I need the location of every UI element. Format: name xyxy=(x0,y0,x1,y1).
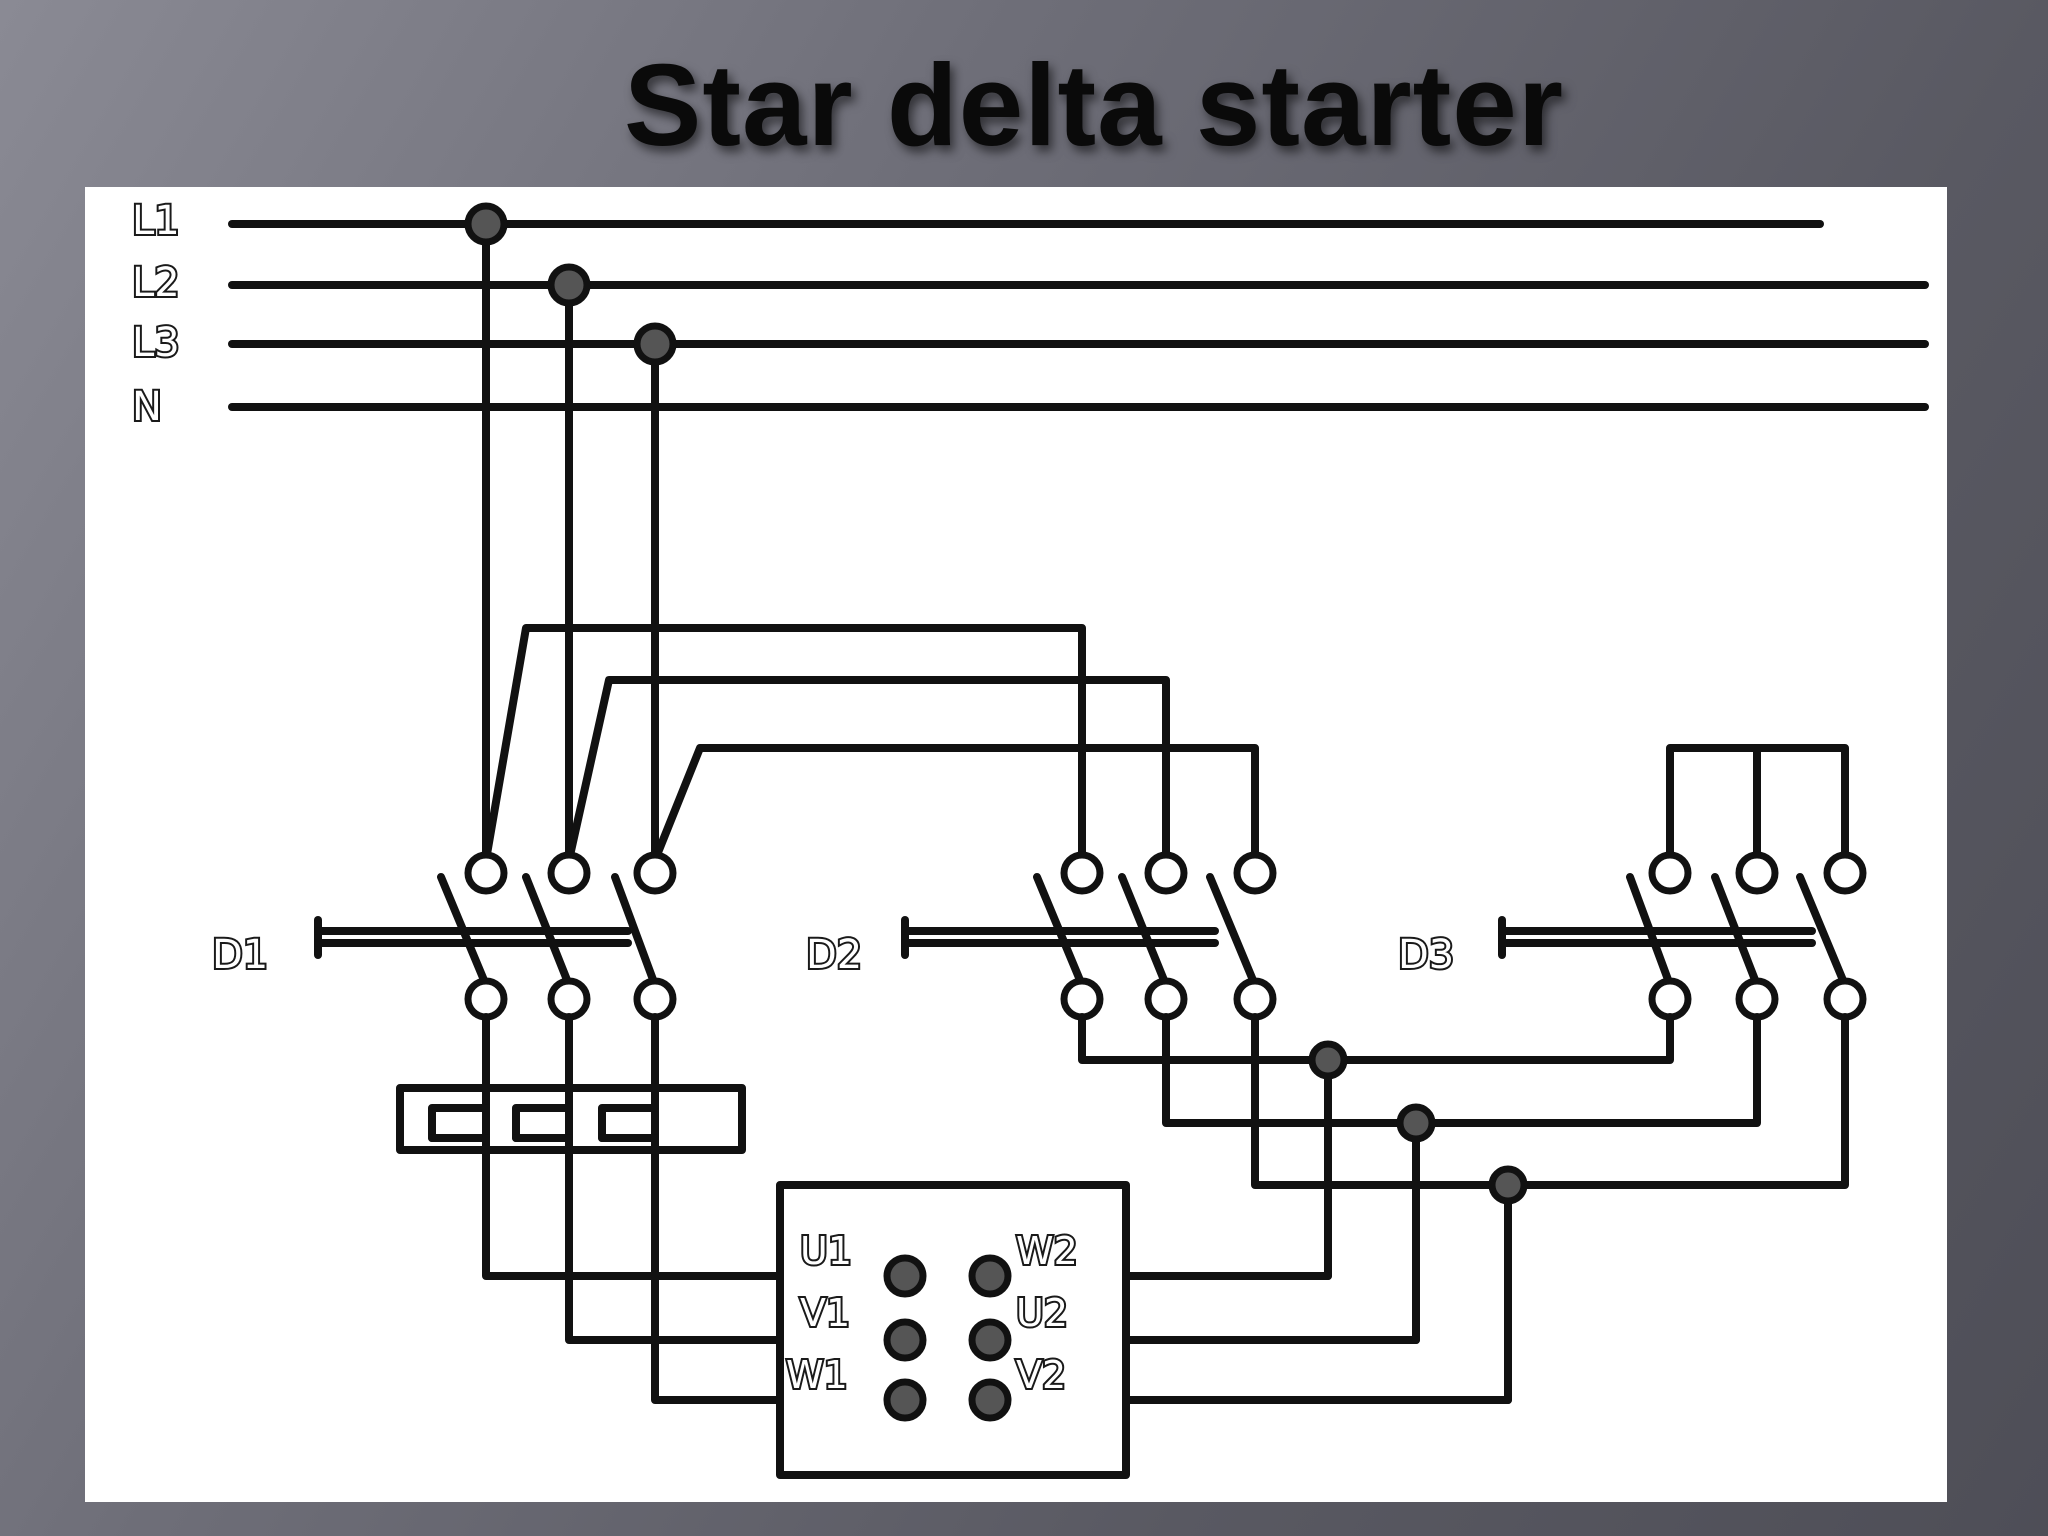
overload-relay xyxy=(396,1013,746,1154)
label-l3: L3 xyxy=(132,320,180,366)
contactor-d1 xyxy=(314,851,677,1021)
label-l1: L1 xyxy=(132,198,180,244)
label-w2: W2 xyxy=(1016,1229,1078,1273)
label-d1: D1 xyxy=(212,932,268,978)
label-d2: D2 xyxy=(806,932,862,978)
contactor-d3 xyxy=(1498,851,1867,1021)
label-w1: W1 xyxy=(786,1353,848,1397)
label-d3: D3 xyxy=(1398,932,1454,978)
label-v2: V2 xyxy=(1016,1353,1066,1397)
motor-terminal-box xyxy=(776,1181,1130,1479)
label-l2: L2 xyxy=(132,260,180,306)
tap-l1 xyxy=(464,202,508,246)
diagram-panel: L1 L2 L3 N xyxy=(85,187,1947,1502)
label-v1: V1 xyxy=(800,1291,850,1335)
contactor-d2 xyxy=(901,851,1277,1021)
slide-title: Star delta starter xyxy=(624,40,1564,170)
delta-star-interconnects xyxy=(1078,1013,1849,1404)
tap-l3 xyxy=(633,322,677,366)
tap-l2 xyxy=(547,263,591,307)
d3-star-bridge xyxy=(1666,744,1849,864)
label-u2: U2 xyxy=(1016,1291,1068,1335)
main-feed-wires xyxy=(482,220,1259,864)
bus-taps xyxy=(464,202,677,366)
label-u1: U1 xyxy=(800,1229,852,1273)
label-n: N xyxy=(132,384,162,430)
